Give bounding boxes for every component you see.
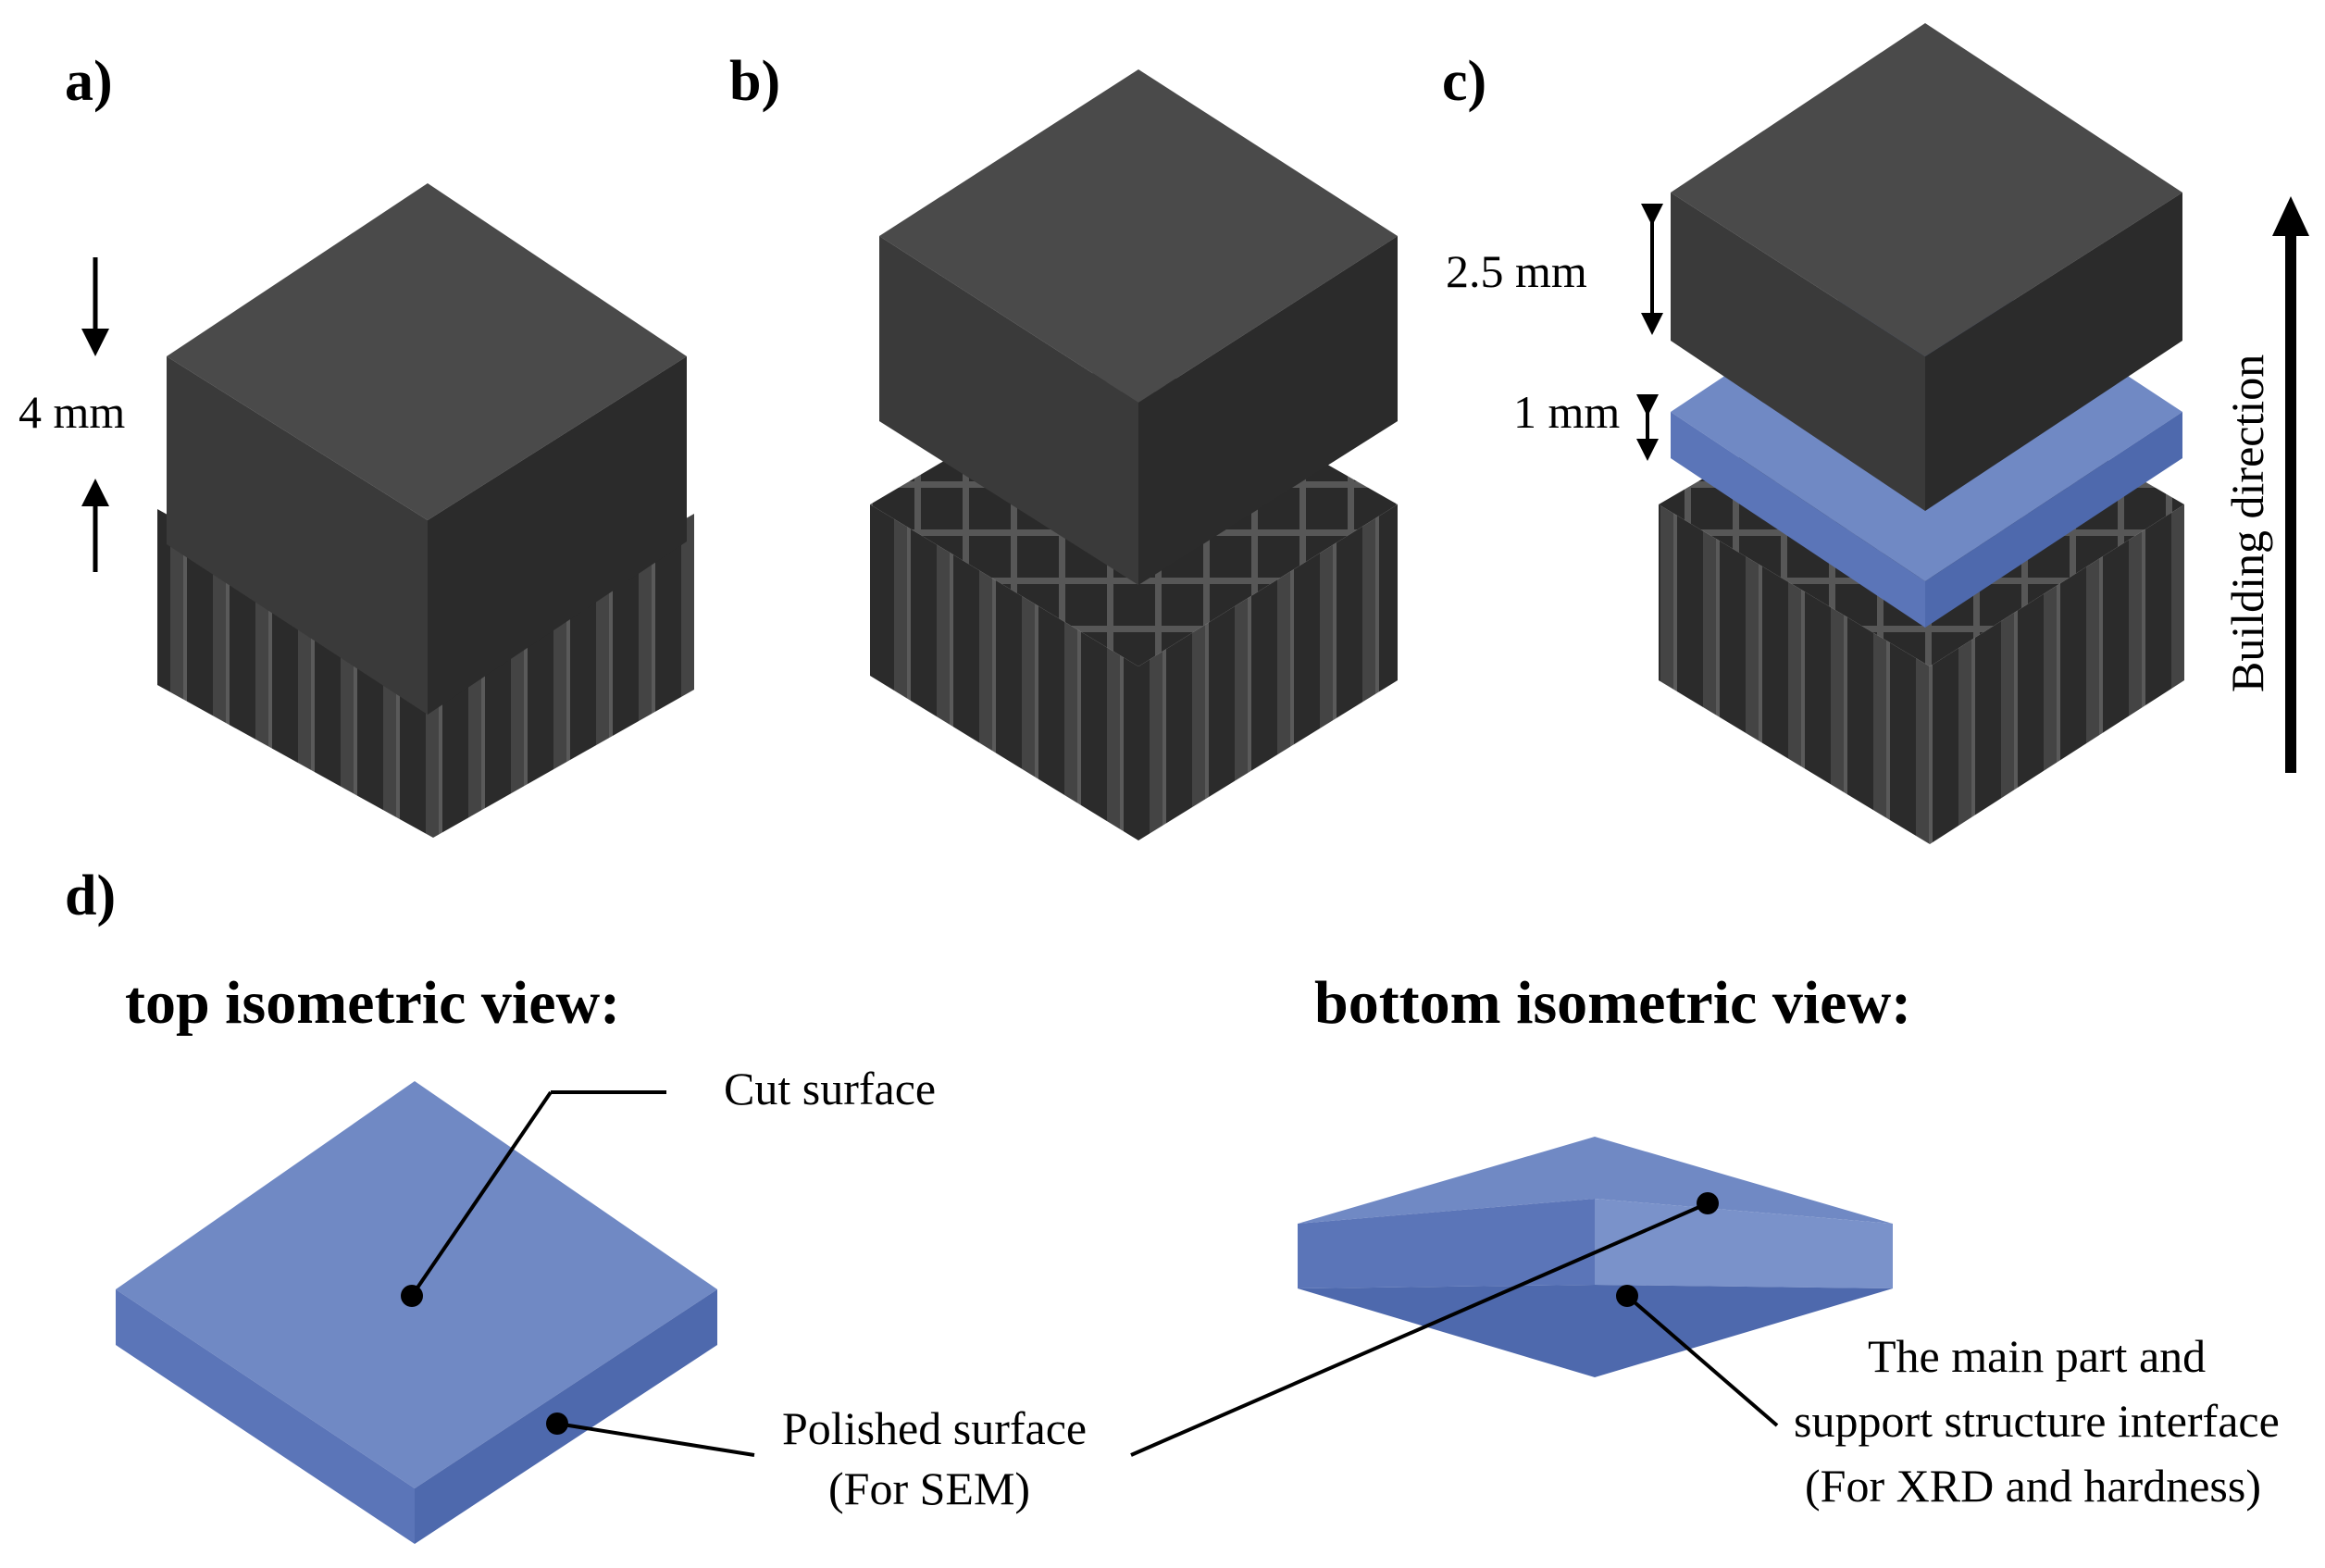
block-top-face (1671, 23, 2182, 356)
block-left-face (1671, 193, 1925, 511)
building-direction-label: Building direction (2221, 355, 2273, 692)
building-direction-arrowhead (2272, 196, 2309, 236)
support-structure-a (157, 509, 694, 838)
main-block-a (167, 183, 687, 715)
interface-leader (1625, 1294, 1779, 1427)
block-right-face (1925, 193, 2182, 511)
dimension-label-2-5mm: 2.5 mm (1446, 245, 1587, 297)
top-slice-right-face (415, 1289, 717, 1544)
top-slice-top-face (116, 1081, 717, 1488)
cut-surface-leader (410, 1090, 553, 1298)
polished-surface-label-2: (For SEM) (828, 1462, 1030, 1514)
interface-label-3: (For XRD and hardness) (1805, 1460, 2261, 1512)
panel-label-a: a) (65, 50, 113, 113)
polished-surface-label-1: Polished surface (782, 1402, 1087, 1454)
dimension-label-4mm: 4 mm (19, 386, 125, 438)
block-top-face (167, 183, 687, 520)
top-slice-left-face (116, 1289, 415, 1544)
cut-surface-dot (401, 1285, 423, 1307)
panel-label-d: d) (65, 865, 116, 927)
panel-label-c: c) (1442, 50, 1486, 113)
panel-c: c) 2.5 mm 1 mm Building direction (1442, 23, 2309, 844)
interface-leader-long (1130, 1201, 1709, 1457)
interface-dot-upper (1697, 1192, 1719, 1214)
dimension-label-1mm: 1 mm (1513, 386, 1620, 438)
panel-label-b: b) (729, 50, 780, 113)
polished-surface-leader (556, 1422, 755, 1457)
panel-b: b) (729, 50, 1398, 840)
bottom-slice-back-rim (1298, 1137, 1893, 1224)
main-block-b (879, 69, 1398, 585)
bottom-slice-bottom-face (1298, 1285, 1893, 1377)
interface-label-1: The main part and (1868, 1330, 2206, 1382)
slice-right-face (1925, 412, 2182, 628)
block-right-face (1138, 236, 1398, 585)
panel-a: a) 4 mm (19, 50, 694, 838)
block-left-face (879, 236, 1138, 585)
bottom-view-slice (1298, 1137, 1893, 1377)
interface-label-2: support structure interface (1794, 1395, 2280, 1447)
slice-left-face (1671, 412, 1925, 628)
block-left-face (167, 356, 428, 715)
top-view-slice (116, 1081, 717, 1544)
interface-dot-lower (1616, 1285, 1638, 1307)
bottom-view-title: bottom isometric view: (1314, 969, 1911, 1037)
cut-surface-label: Cut surface (724, 1063, 936, 1114)
block-right-face (428, 356, 687, 715)
top-view-title: top isometric view: (125, 969, 620, 1037)
main-block-c (1671, 23, 2182, 511)
panel-d: d) top isometric view: bottom isometric … (65, 865, 2280, 1544)
bottom-slice-inner-left (1298, 1199, 1595, 1288)
polished-surface-dot (546, 1412, 568, 1435)
